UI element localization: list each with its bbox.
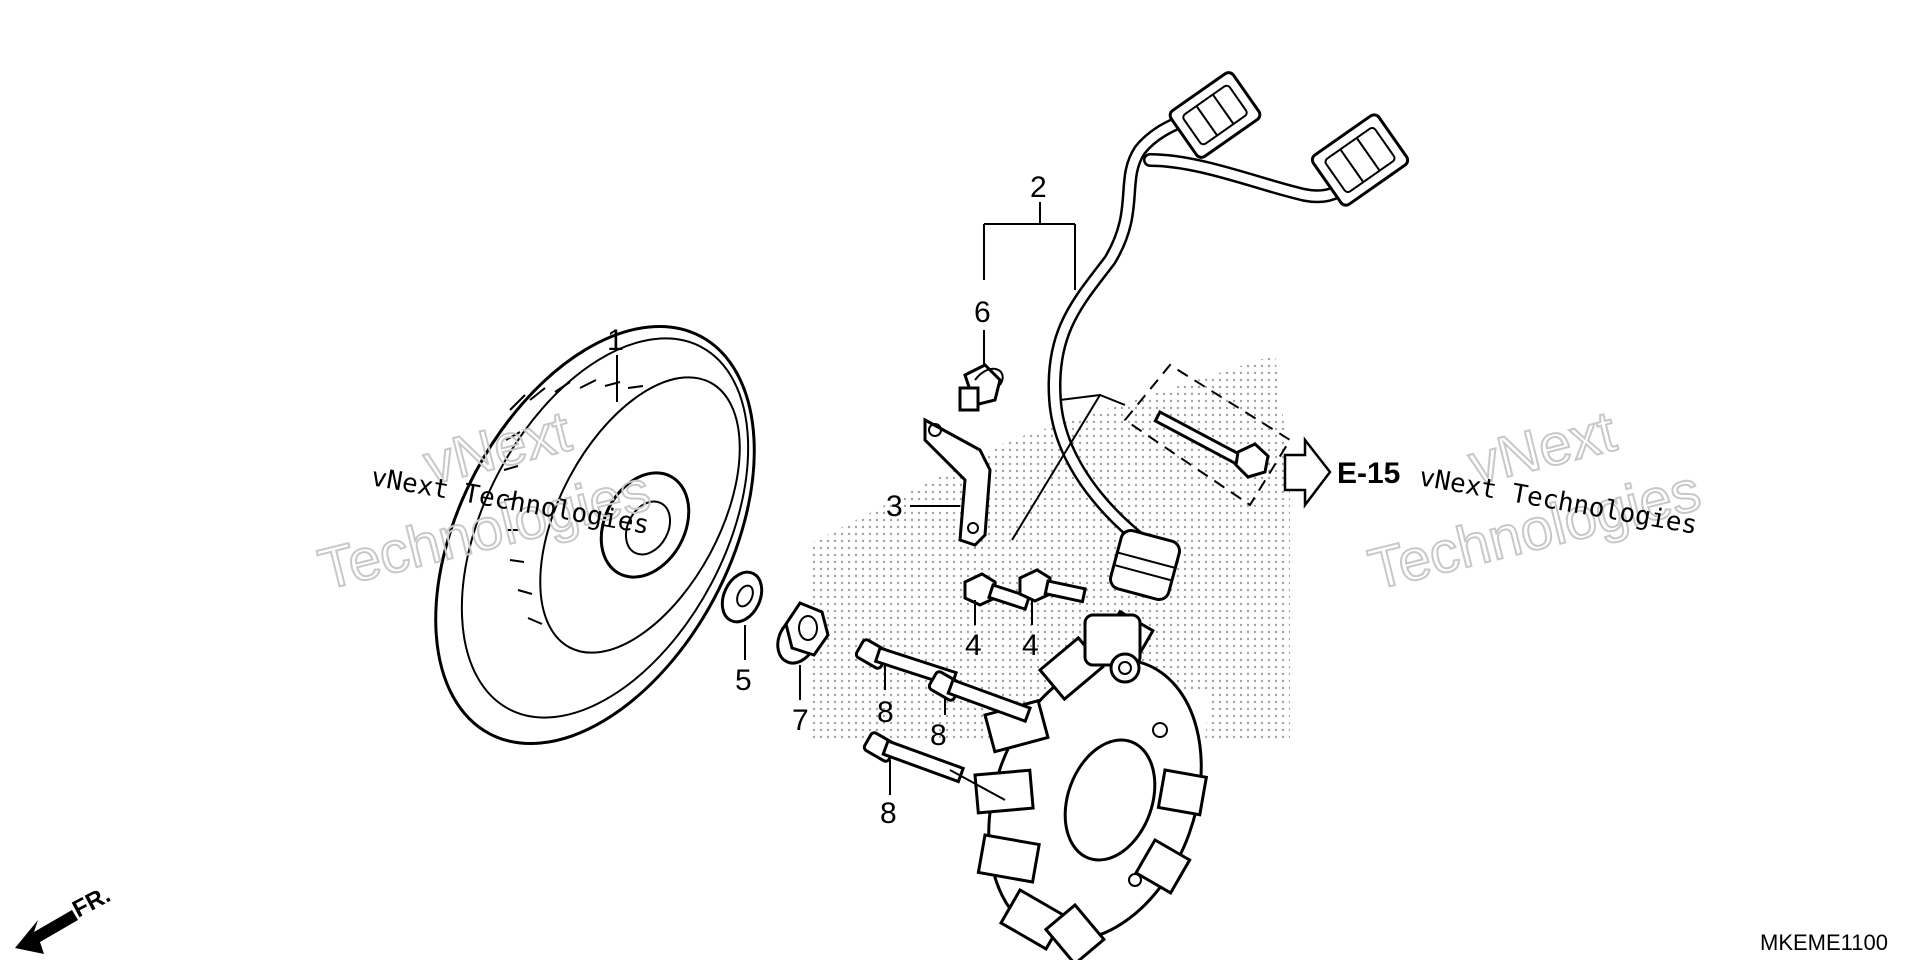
bolt-8-b: [927, 670, 1032, 724]
bolt-4-a: [963, 572, 1032, 611]
reference-arrow-icon: [1283, 436, 1332, 509]
wire-harness: [1047, 71, 1410, 601]
watermark-left: vNext Technologies vNext Technologies: [311, 398, 657, 604]
callout-6: 6: [974, 296, 991, 329]
front-arrow-icon: [15, 910, 78, 954]
bolt-4-b: [1018, 568, 1087, 604]
callout-8c: 8: [880, 797, 897, 830]
callout-1: 1: [607, 324, 624, 357]
wire-clip: [958, 363, 1004, 412]
stator-assembly: [973, 609, 1209, 960]
watermark-right: vNext Technologies vNext Technologies: [1361, 398, 1707, 604]
callout-8a: 8: [877, 696, 894, 729]
leader-lines: [616, 202, 1126, 801]
reference-label: E-15: [1337, 457, 1400, 490]
diagram-code: MKEME1100: [1760, 930, 1888, 955]
callout-7: 7: [792, 704, 809, 737]
callout-4a: 4: [965, 629, 982, 662]
washer: [720, 570, 764, 624]
flywheel-rotor: [434, 324, 756, 746]
flange-nut: [776, 601, 830, 665]
reference-bolt-box: [1123, 363, 1292, 507]
callout-4b: 4: [1022, 629, 1039, 662]
callout-5: 5: [735, 664, 752, 697]
callout-8b: 8: [930, 719, 947, 752]
callout-3: 3: [886, 490, 903, 523]
wire-stay-plate: [923, 417, 992, 547]
callout-2: 2: [1030, 171, 1047, 204]
